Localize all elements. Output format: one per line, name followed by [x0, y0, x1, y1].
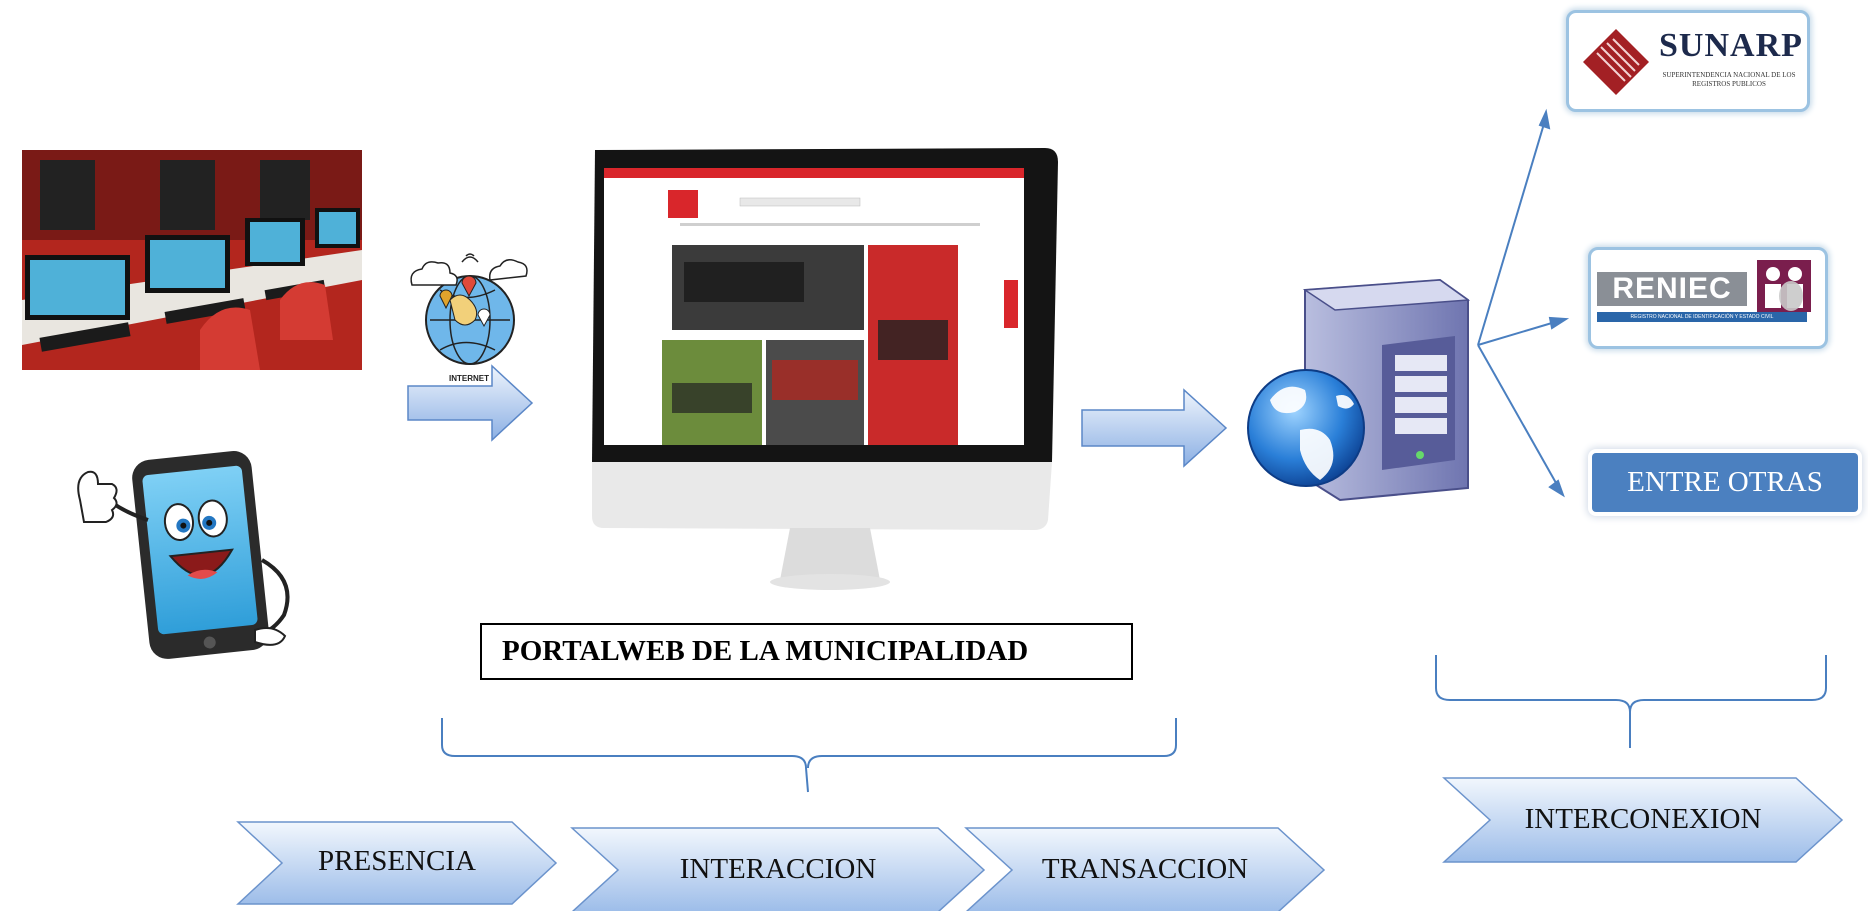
- chevron-transaccion: [964, 827, 1326, 911]
- reniec-name: RENIEC: [1597, 272, 1747, 306]
- connector-lines: [1477, 108, 1570, 498]
- reniec-logo: RENIEC REGISTRO NACIONAL DE IDENTIFICACI…: [1588, 247, 1828, 349]
- reniec-subtitle: REGISTRO NACIONAL DE IDENTIFICACIÓN Y ES…: [1597, 312, 1807, 322]
- sunarp-subtitle: SUPERINTENDENCIA NACIONAL DE LOS REGISTR…: [1662, 71, 1796, 88]
- chevron-interaccion: [570, 827, 986, 911]
- web-server-icon: [1247, 278, 1471, 502]
- internet-globe-icon: [410, 253, 528, 365]
- chevron-interconexion: [1442, 777, 1844, 863]
- internet-label: INTERNET: [449, 374, 489, 383]
- stage-interaccion-label: INTERACCION: [679, 853, 877, 885]
- arrow-right-2: [1081, 388, 1228, 468]
- arrow-right-1: [407, 364, 534, 442]
- stage-interconexion-label: INTERCONEXION: [1524, 803, 1762, 835]
- sunarp-name: SUNARP: [1659, 27, 1803, 64]
- sunarp-logo: SUNARP SUPERINTENDENCIA NACIONAL DE LOS …: [1566, 10, 1810, 112]
- portal-title: PORTALWEB DE LA MUNICIPALIDAD: [502, 635, 1029, 667]
- stage-presencia-label: PRESENCIA: [318, 845, 476, 877]
- smartphone-cartoon: [77, 451, 290, 659]
- chevron-presencia: [236, 821, 558, 905]
- desktop-monitor: [580, 110, 1060, 590]
- internet-cafe-image: [10, 140, 370, 385]
- portal-title-box: PORTALWEB DE LA MUNICIPALIDAD: [480, 623, 1133, 680]
- stage-transaccion-label: TRANSACCION: [1041, 853, 1249, 885]
- brace-portal: [441, 718, 1177, 793]
- reniec-emblem-icon: [1757, 260, 1811, 312]
- brace-interconexion: [1435, 655, 1827, 748]
- entre-otras-box: ENTRE OTRAS: [1592, 453, 1858, 512]
- sunarp-emblem-icon: [1583, 29, 1649, 95]
